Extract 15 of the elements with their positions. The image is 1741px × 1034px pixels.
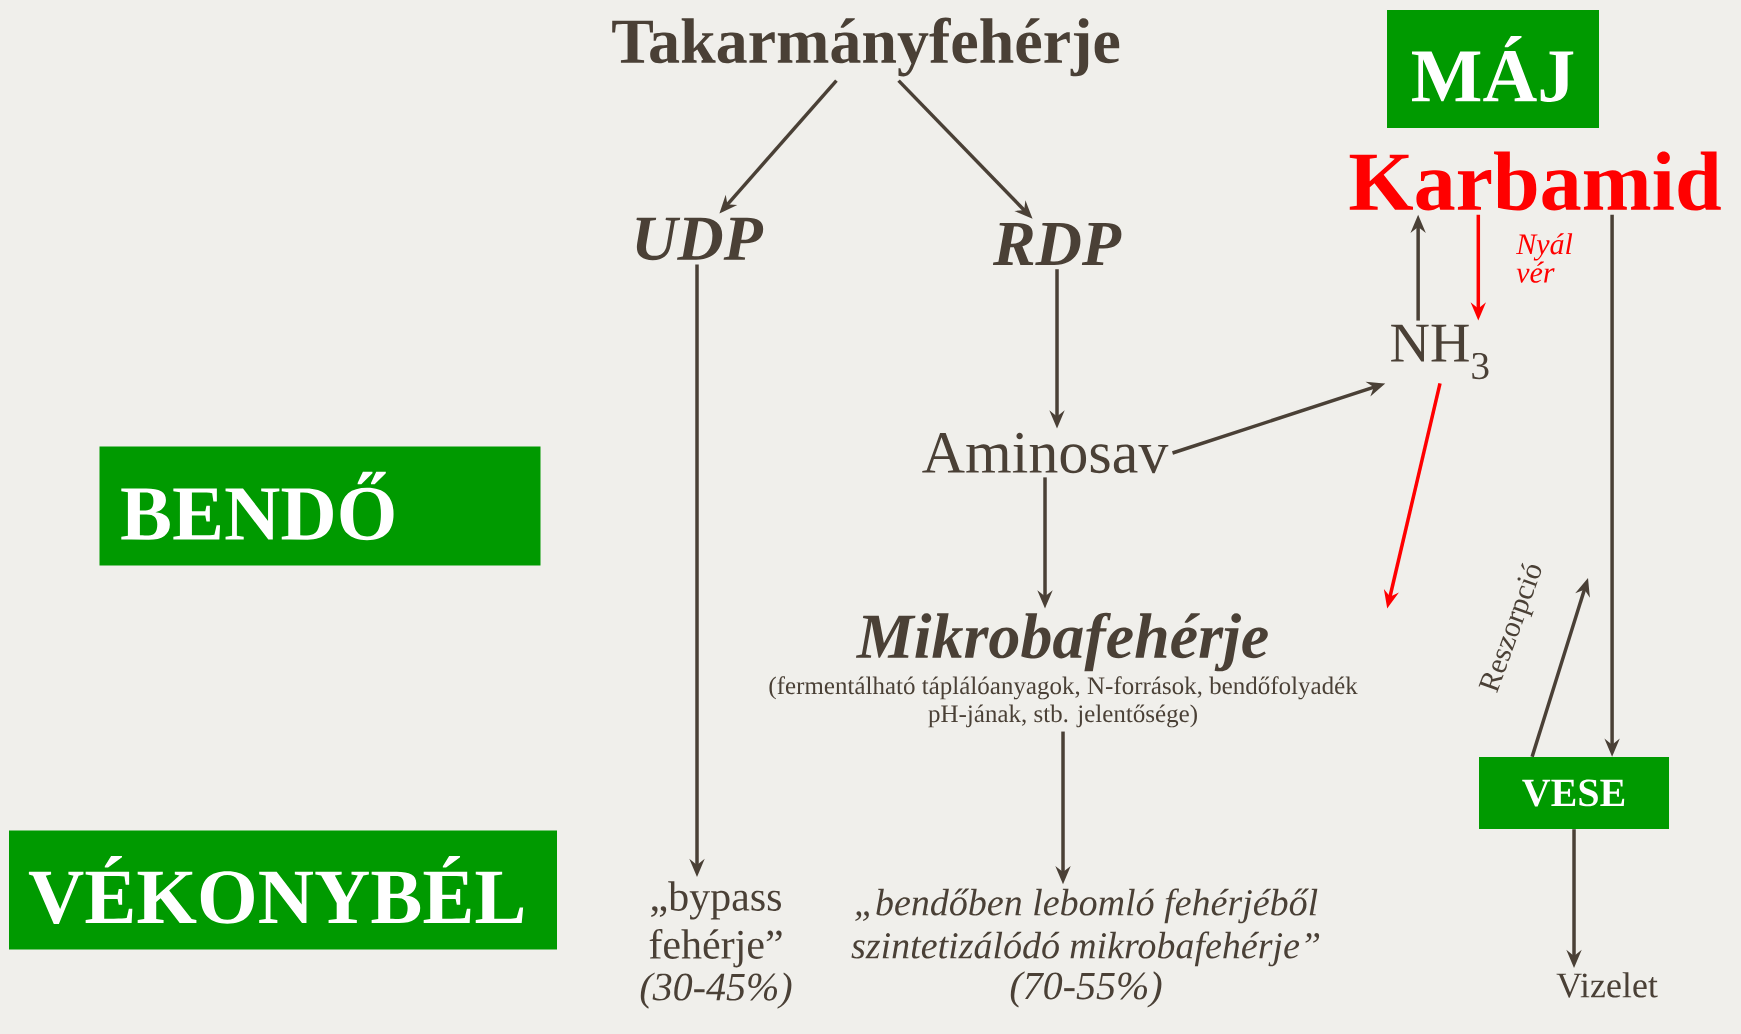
term-label: UDP <box>636 217 764 261</box>
term-label: RDP <box>992 223 1122 265</box>
compound-label: Karbamid <box>1349 151 1721 211</box>
edge-label: Nyál vér <box>1515 232 1588 284</box>
term-label: Vizelet <box>1556 972 1658 998</box>
organ-label-box: VESE <box>1479 757 1669 829</box>
term-label: NH$_{3}$ <box>1391 324 1489 380</box>
term-label: „bypass fehérje” (30-45%) <box>640 881 792 1009</box>
term-label: Takarmányfehérje <box>612 17 1120 77</box>
organ-label-box: MÁJ <box>1387 10 1599 128</box>
organ-label-box: VÉKONYBÉL <box>9 830 557 950</box>
term-label: Mikrobafehérje (fermentálható táplálóanyagok, N-források, bendőfolyadék pH-jának, stb. jelentősége) <box>769 612 1358 728</box>
term-label: „bendőben lebomló fehérjéből szintetizálódó mikrobafehérje” (70-55%) <box>851 888 1320 1008</box>
organ-label-box: BENDŐ <box>99 446 541 566</box>
term-label: Aminosav <box>922 432 1169 474</box>
